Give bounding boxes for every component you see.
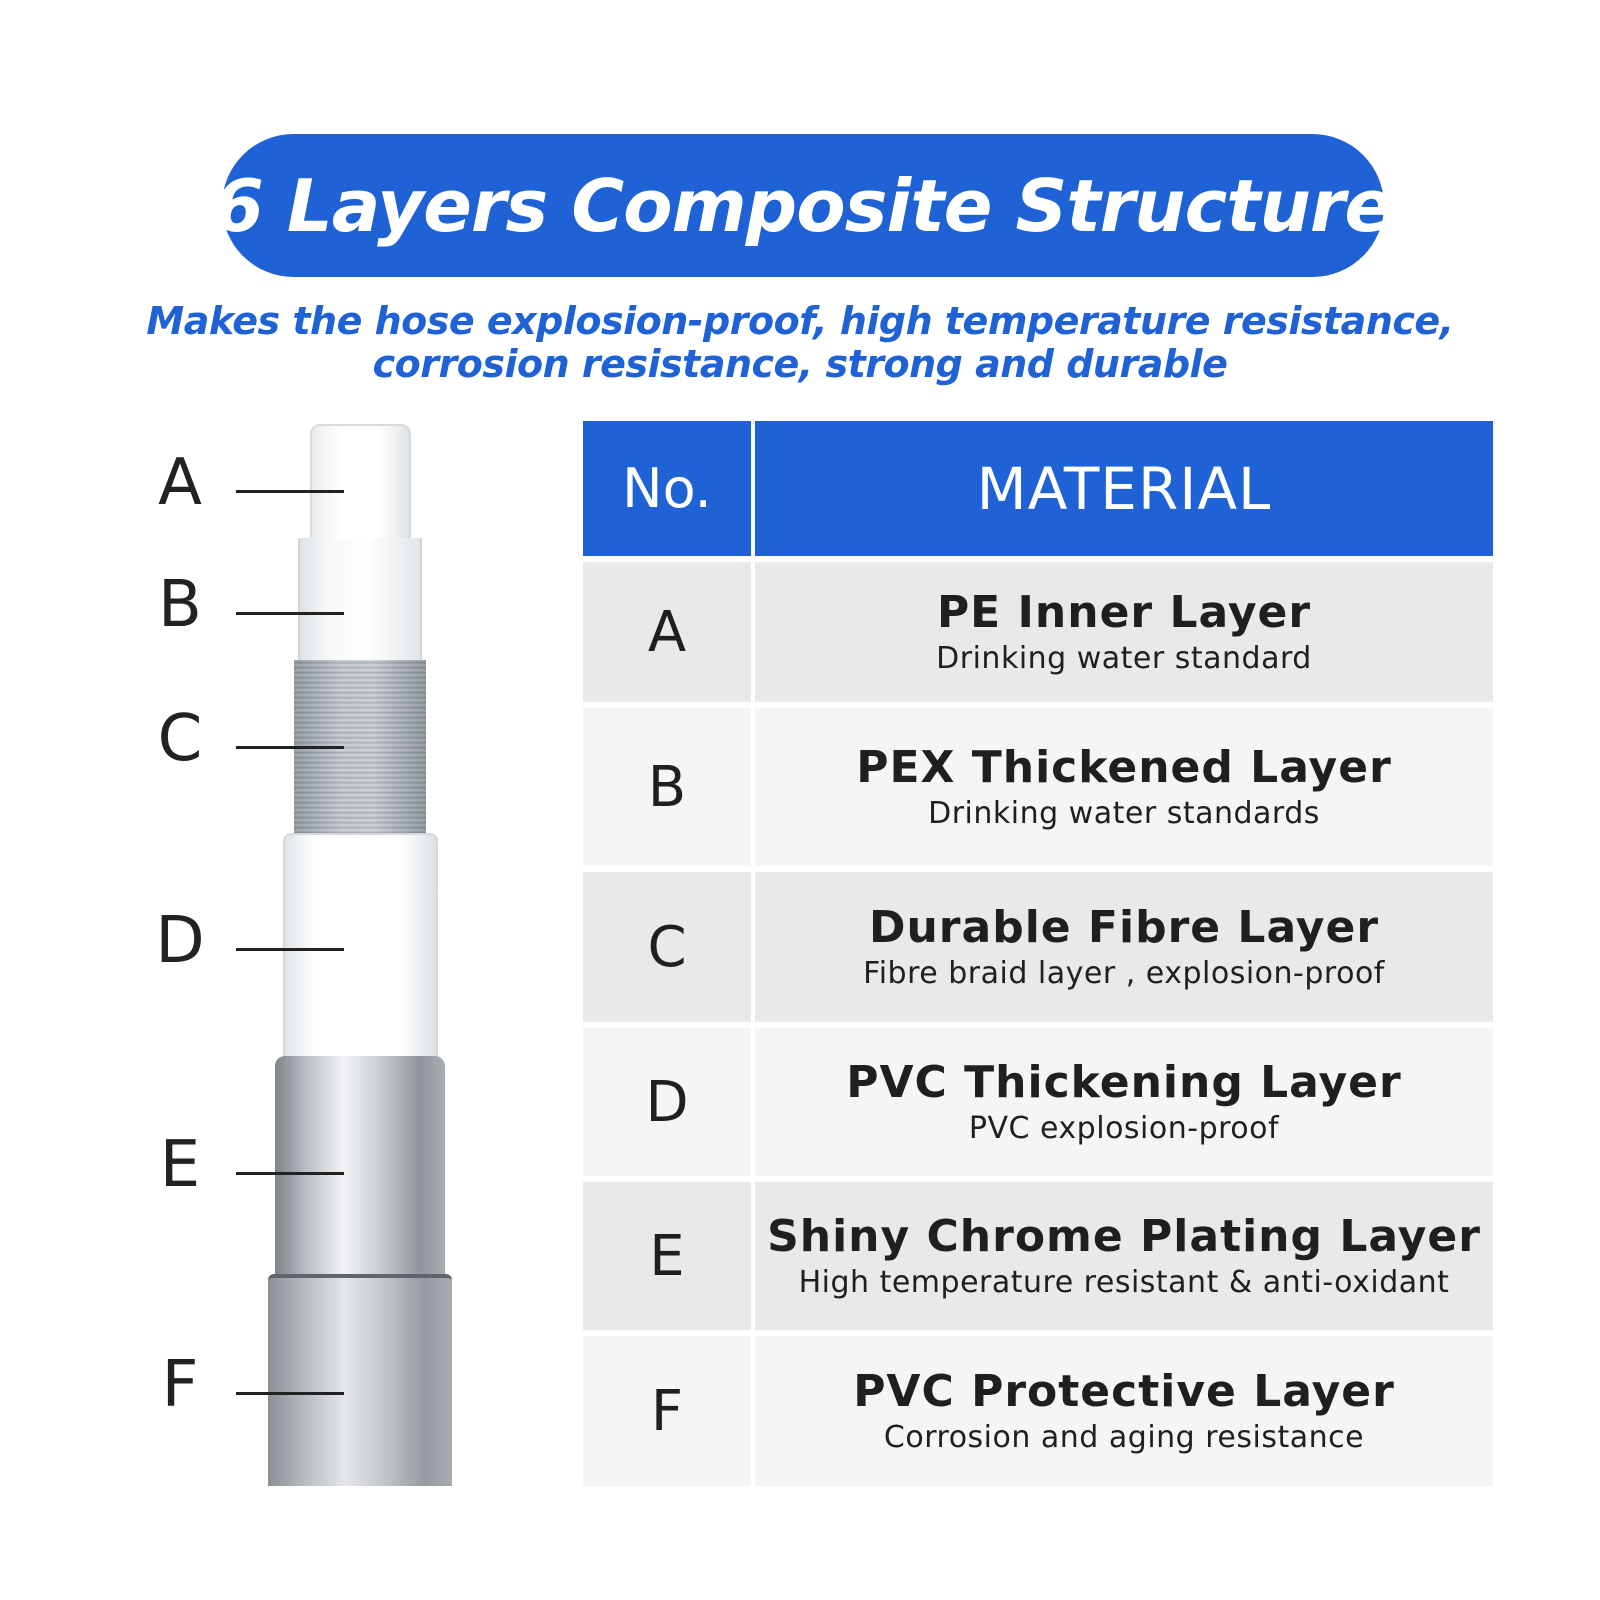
material-desc: Drinking water standard <box>936 641 1312 676</box>
hose-layer-f <box>268 1274 452 1486</box>
row-material: PVC Thickening Layer PVC explosion-proof <box>755 1028 1493 1176</box>
subtitle: Makes the hose explosion-proof, high tem… <box>0 300 1600 386</box>
leader-line-e <box>236 1172 344 1175</box>
row-material: Shiny Chrome Plating Layer High temperat… <box>755 1182 1493 1330</box>
hose-label-d: D <box>155 904 205 978</box>
subtitle-line-1: Makes the hose explosion-proof, high tem… <box>146 299 1454 343</box>
hose-diagram: A B C D E F <box>0 0 560 1600</box>
material-name: Shiny Chrome Plating Layer <box>767 1211 1481 1262</box>
table-row: F PVC Protective Layer Corrosion and agi… <box>583 1336 1493 1486</box>
leader-line-d <box>236 948 344 951</box>
hose-layer-e <box>275 1056 445 1278</box>
material-desc: Drinking water standards <box>928 796 1320 831</box>
row-no: C <box>583 872 751 1022</box>
table-row: B PEX Thickened Layer Drinking water sta… <box>583 708 1493 866</box>
header-material: MATERIAL <box>755 421 1493 556</box>
leader-line-c <box>236 746 344 749</box>
leader-line-f <box>236 1392 344 1395</box>
leader-line-a <box>236 490 344 493</box>
material-desc: PVC explosion-proof <box>968 1111 1280 1146</box>
material-desc: Corrosion and aging resistance <box>883 1420 1365 1455</box>
title-banner: 6 Layers Composite Structure <box>214 134 1393 277</box>
row-no: F <box>583 1336 751 1486</box>
table-row: E Shiny Chrome Plating Layer High temper… <box>583 1182 1493 1330</box>
hose-layer-b <box>298 538 422 663</box>
row-no: A <box>583 562 751 702</box>
row-material: PVC Protective Layer Corrosion and aging… <box>755 1336 1493 1486</box>
table-row: D PVC Thickening Layer PVC explosion-pro… <box>583 1028 1493 1176</box>
material-name: PVC Thickening Layer <box>846 1057 1402 1108</box>
leader-line-b <box>236 612 344 615</box>
table-row: A PE Inner Layer Drinking water standard <box>583 562 1493 702</box>
row-material: Durable Fibre Layer Fibre braid layer , … <box>755 872 1493 1022</box>
hose-label-a: A <box>158 446 202 520</box>
subtitle-line-2: corrosion resistance, strong and durable <box>372 342 1228 386</box>
material-desc: Fibre braid layer , explosion-proof <box>863 956 1385 991</box>
hose-label-b: B <box>158 568 202 642</box>
row-no: B <box>583 708 751 866</box>
row-material: PE Inner Layer Drinking water standard <box>755 562 1493 702</box>
material-name: PE Inner Layer <box>936 587 1312 638</box>
row-no: D <box>583 1028 751 1176</box>
table-header: No. MATERIAL <box>583 421 1493 556</box>
hose-label-f: F <box>161 1348 199 1422</box>
material-name: PEX Thickened Layer <box>856 742 1392 793</box>
table-row: C Durable Fibre Layer Fibre braid layer … <box>583 872 1493 1022</box>
row-no: E <box>583 1182 751 1330</box>
hose-label-e: E <box>159 1128 201 1202</box>
header-no: No. <box>583 421 751 556</box>
hose-layer-d <box>283 833 438 1061</box>
hose-label-c: C <box>157 702 203 776</box>
material-name: PVC Protective Layer <box>853 1366 1395 1417</box>
hose-layer-a <box>310 424 411 542</box>
material-name: Durable Fibre Layer <box>868 902 1380 953</box>
row-material: PEX Thickened Layer Drinking water stand… <box>755 708 1493 866</box>
page-title: 6 Layers Composite Structure <box>213 163 1394 248</box>
material-desc: High temperature resistant & anti-oxidan… <box>798 1265 1450 1300</box>
